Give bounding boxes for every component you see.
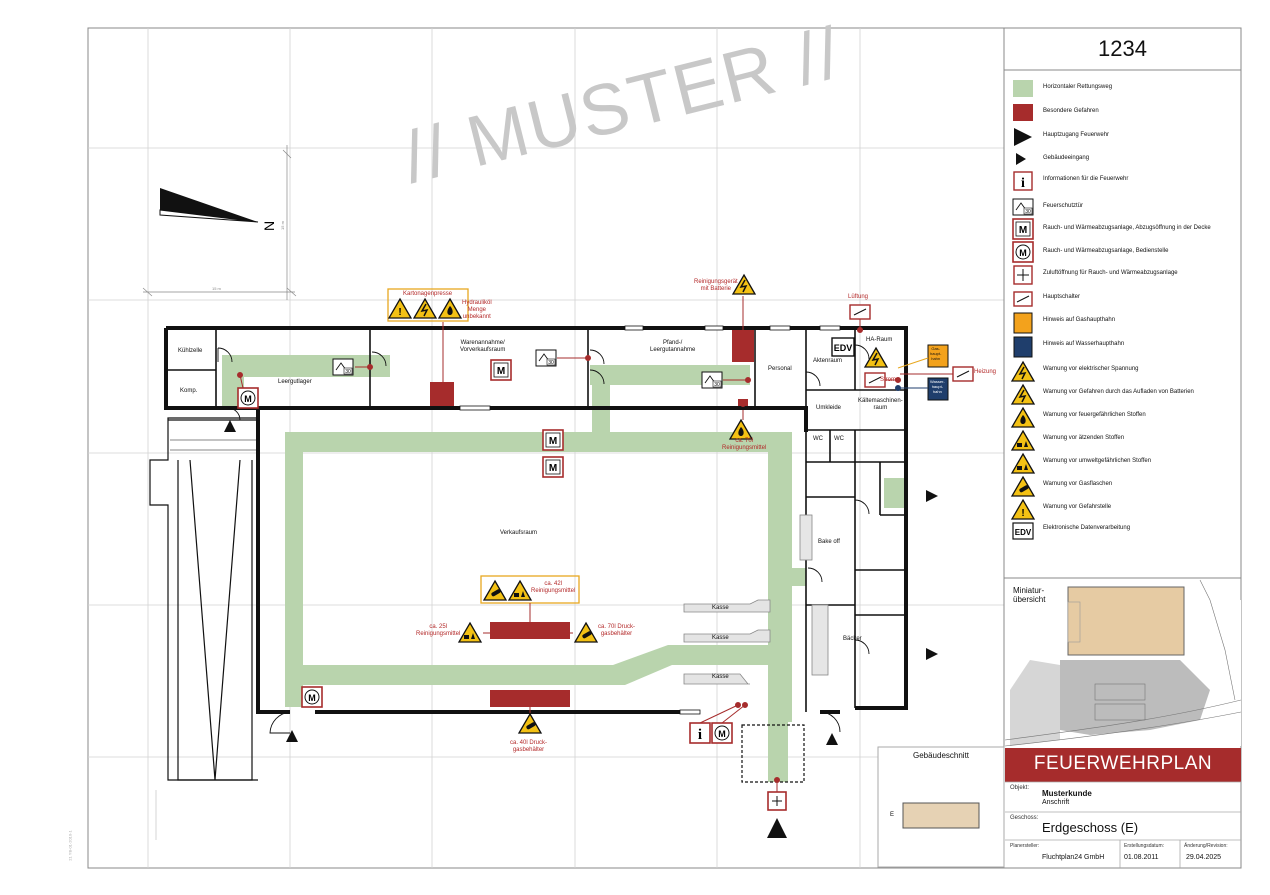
room-bake-off: Bake off: [818, 539, 840, 545]
label-druckgas-40: ca. 40l Druck- gasbehälter: [510, 740, 548, 753]
legend-item-voltage-warning-icon: Warnung vor elektrischer Spannung: [1043, 366, 1139, 372]
floor-label: Geschoss:: [1010, 815, 1039, 821]
north-arrow-icon: N: [159, 188, 277, 231]
svg-text:EDV: EDV: [1015, 528, 1032, 537]
dimension-horizontal: 15 m: [212, 286, 221, 291]
miniature-overview: [1004, 579, 1242, 747]
legend-item-fire-door-icon: Feuerschutztür: [1043, 203, 1084, 209]
floor-name: Erdgeschoss (E): [1042, 820, 1139, 835]
gas-valve-icon: [927, 344, 949, 368]
room-kasse-2: Kasse: [712, 635, 729, 641]
legend-item-green-swatch: Horizontaler Rettungsweg: [1043, 84, 1113, 90]
legend-item-large-arrow-icon: Hauptzugang Feuerwehr: [1043, 132, 1110, 138]
legend-item-red-swatch: Besondere Gefahren: [1043, 108, 1099, 114]
entrance-arrows: [224, 420, 938, 838]
legend-item-water-valve-icon: Hinweis auf Wasserhaupthahn: [1043, 341, 1125, 347]
label-water-valve: Wasser- haupt- hahn: [930, 379, 945, 394]
edv-icon: EDV: [831, 337, 855, 357]
title-banner: FEUERWEHRPLAN: [1033, 753, 1213, 774]
legend-item-air-inlet-icon: Zuluftöffnung für Rauch- und Wärmeabzugs…: [1043, 270, 1178, 276]
label-kartonagenpresse: Kartonagenpresse: [403, 291, 453, 297]
side-code: 21 YB-01-2010-1: [67, 830, 73, 861]
legend-item-gas-valve-icon: Hinweis auf Gashaupthahn: [1043, 317, 1116, 323]
room-leergutlager: Leergutlager: [278, 379, 312, 385]
room-pfand: Pfand-/ Leergutannahme: [650, 340, 696, 353]
legend-item-edv-icon: Elektronische Datenverarbeitung: [1043, 525, 1131, 531]
room-aktenraum: Aktenraum: [813, 358, 843, 364]
legend-item-environment-warning-icon: Warnung vor umweltgefährlichen Stoffen: [1043, 458, 1152, 464]
legend-item-smoke-vent-control-icon: Rauch- und Wärmeabzugsanlage, Bedienstel…: [1043, 248, 1169, 254]
label-reinigungsmittel-42: ca. 42l Reinigungsmittel: [531, 581, 576, 594]
legend-item-general-warning-icon: Warnung vor Gefahrstelle: [1043, 504, 1112, 510]
object-label: Objekt:: [1010, 785, 1030, 791]
label-druckgas-70: ca. 70l Druck- gasbehälter: [598, 624, 636, 637]
svg-text:N: N: [261, 221, 277, 231]
label-reinigungsmittel-25: ca. 25l Reinigungsmittel: [416, 624, 461, 637]
planner-label: Planersteller:: [1010, 843, 1040, 849]
label-heizung: Heizung: [974, 369, 997, 375]
room-wc-2: WC: [834, 436, 844, 442]
object-name: Musterkunde: [1042, 789, 1092, 798]
planner-name: Fluchtplan24 GmbH: [1042, 854, 1105, 861]
miniature-title: Miniatur- übersicht: [1013, 586, 1046, 604]
main-switch-icon: [849, 304, 974, 388]
section-floor-label: E: [890, 812, 895, 818]
label-gas-valve: Gas- haupt- hahn: [930, 346, 942, 361]
section-title: Gebäudeschnitt: [912, 751, 970, 760]
legend-item-flammable-warning-icon: Warnung vor feuergefährlichen Stoffen: [1043, 412, 1146, 418]
room-verkaufsraum: Verkaufsraum: [500, 530, 538, 536]
svg-text:i: i: [1021, 176, 1025, 191]
room-umkleide: Umkleide: [816, 405, 842, 411]
plan-number: 1234: [1098, 36, 1147, 61]
escape-route: [222, 355, 904, 782]
legend-info-icon: i: [1013, 171, 1033, 191]
legend-item-battery-warning-icon: Warnung vor Gefahren durch das Aufladen …: [1043, 389, 1194, 395]
label-strom: Strom: [880, 377, 897, 383]
svg-text:EDV: EDV: [834, 343, 853, 353]
revision-label: Änderung/Revision:: [1184, 843, 1228, 849]
room-kuehlzelle: Kühlzelle: [178, 348, 203, 354]
room-wc-1: WC: [813, 436, 823, 442]
room-kasse-3: Kasse: [712, 674, 729, 680]
created-date: 01.08.2011: [1124, 854, 1159, 861]
room-personal: Personal: [768, 366, 792, 372]
air-inlet-icon: [767, 791, 787, 811]
label-reinigungsmittel-70: ca. 70l Reinigungsmittel: [722, 438, 767, 451]
water-valve-icon: [927, 377, 949, 401]
revision-date: 29.04.2025: [1186, 854, 1222, 861]
info-icon: i: [689, 722, 711, 744]
legend-item-small-arrow-icon: Gebäudeeingang: [1043, 155, 1090, 161]
room-kaeltemaschinen: Kältemaschinen- raum: [858, 398, 903, 411]
label-lueftung: Lüftung: [848, 294, 869, 300]
svg-text:i: i: [698, 727, 702, 743]
room-baecker: Bäcker: [843, 636, 862, 642]
room-kasse-1: Kasse: [712, 605, 729, 611]
label-hydraulikoel: Hydrauliköl Menge unbekannt: [462, 300, 492, 320]
legend-item-main-switch-icon: Hauptschalter: [1043, 294, 1081, 300]
room-ha-raum: HA-Raum: [866, 337, 893, 343]
legend-item-info-icon: Informationen für die Feuerwehr: [1043, 176, 1129, 182]
room-komp: Komp.: [180, 388, 198, 394]
label-reinigungsgeraet: Reinigungsgerät mit Batterie: [694, 279, 738, 292]
room-warenannahme: Warenannahme/ Vorverkaufsraum: [460, 340, 506, 353]
object-address: Anschrift: [1042, 799, 1070, 806]
legend-item-corrosive-warning-icon: Warnung vor ätzenden Stoffen: [1043, 435, 1125, 441]
legend-item-smoke-vent-ceiling-icon: Rauch- und Wärmeabzugsanlage, Abzugsöffn…: [1043, 225, 1211, 231]
legend-item-gas-cylinder-warning-icon: Warnung vor Gasflaschen: [1043, 481, 1113, 487]
created-label: Erstellungsdatum:: [1124, 843, 1165, 849]
dimension-vertical: 15 m: [279, 221, 285, 230]
